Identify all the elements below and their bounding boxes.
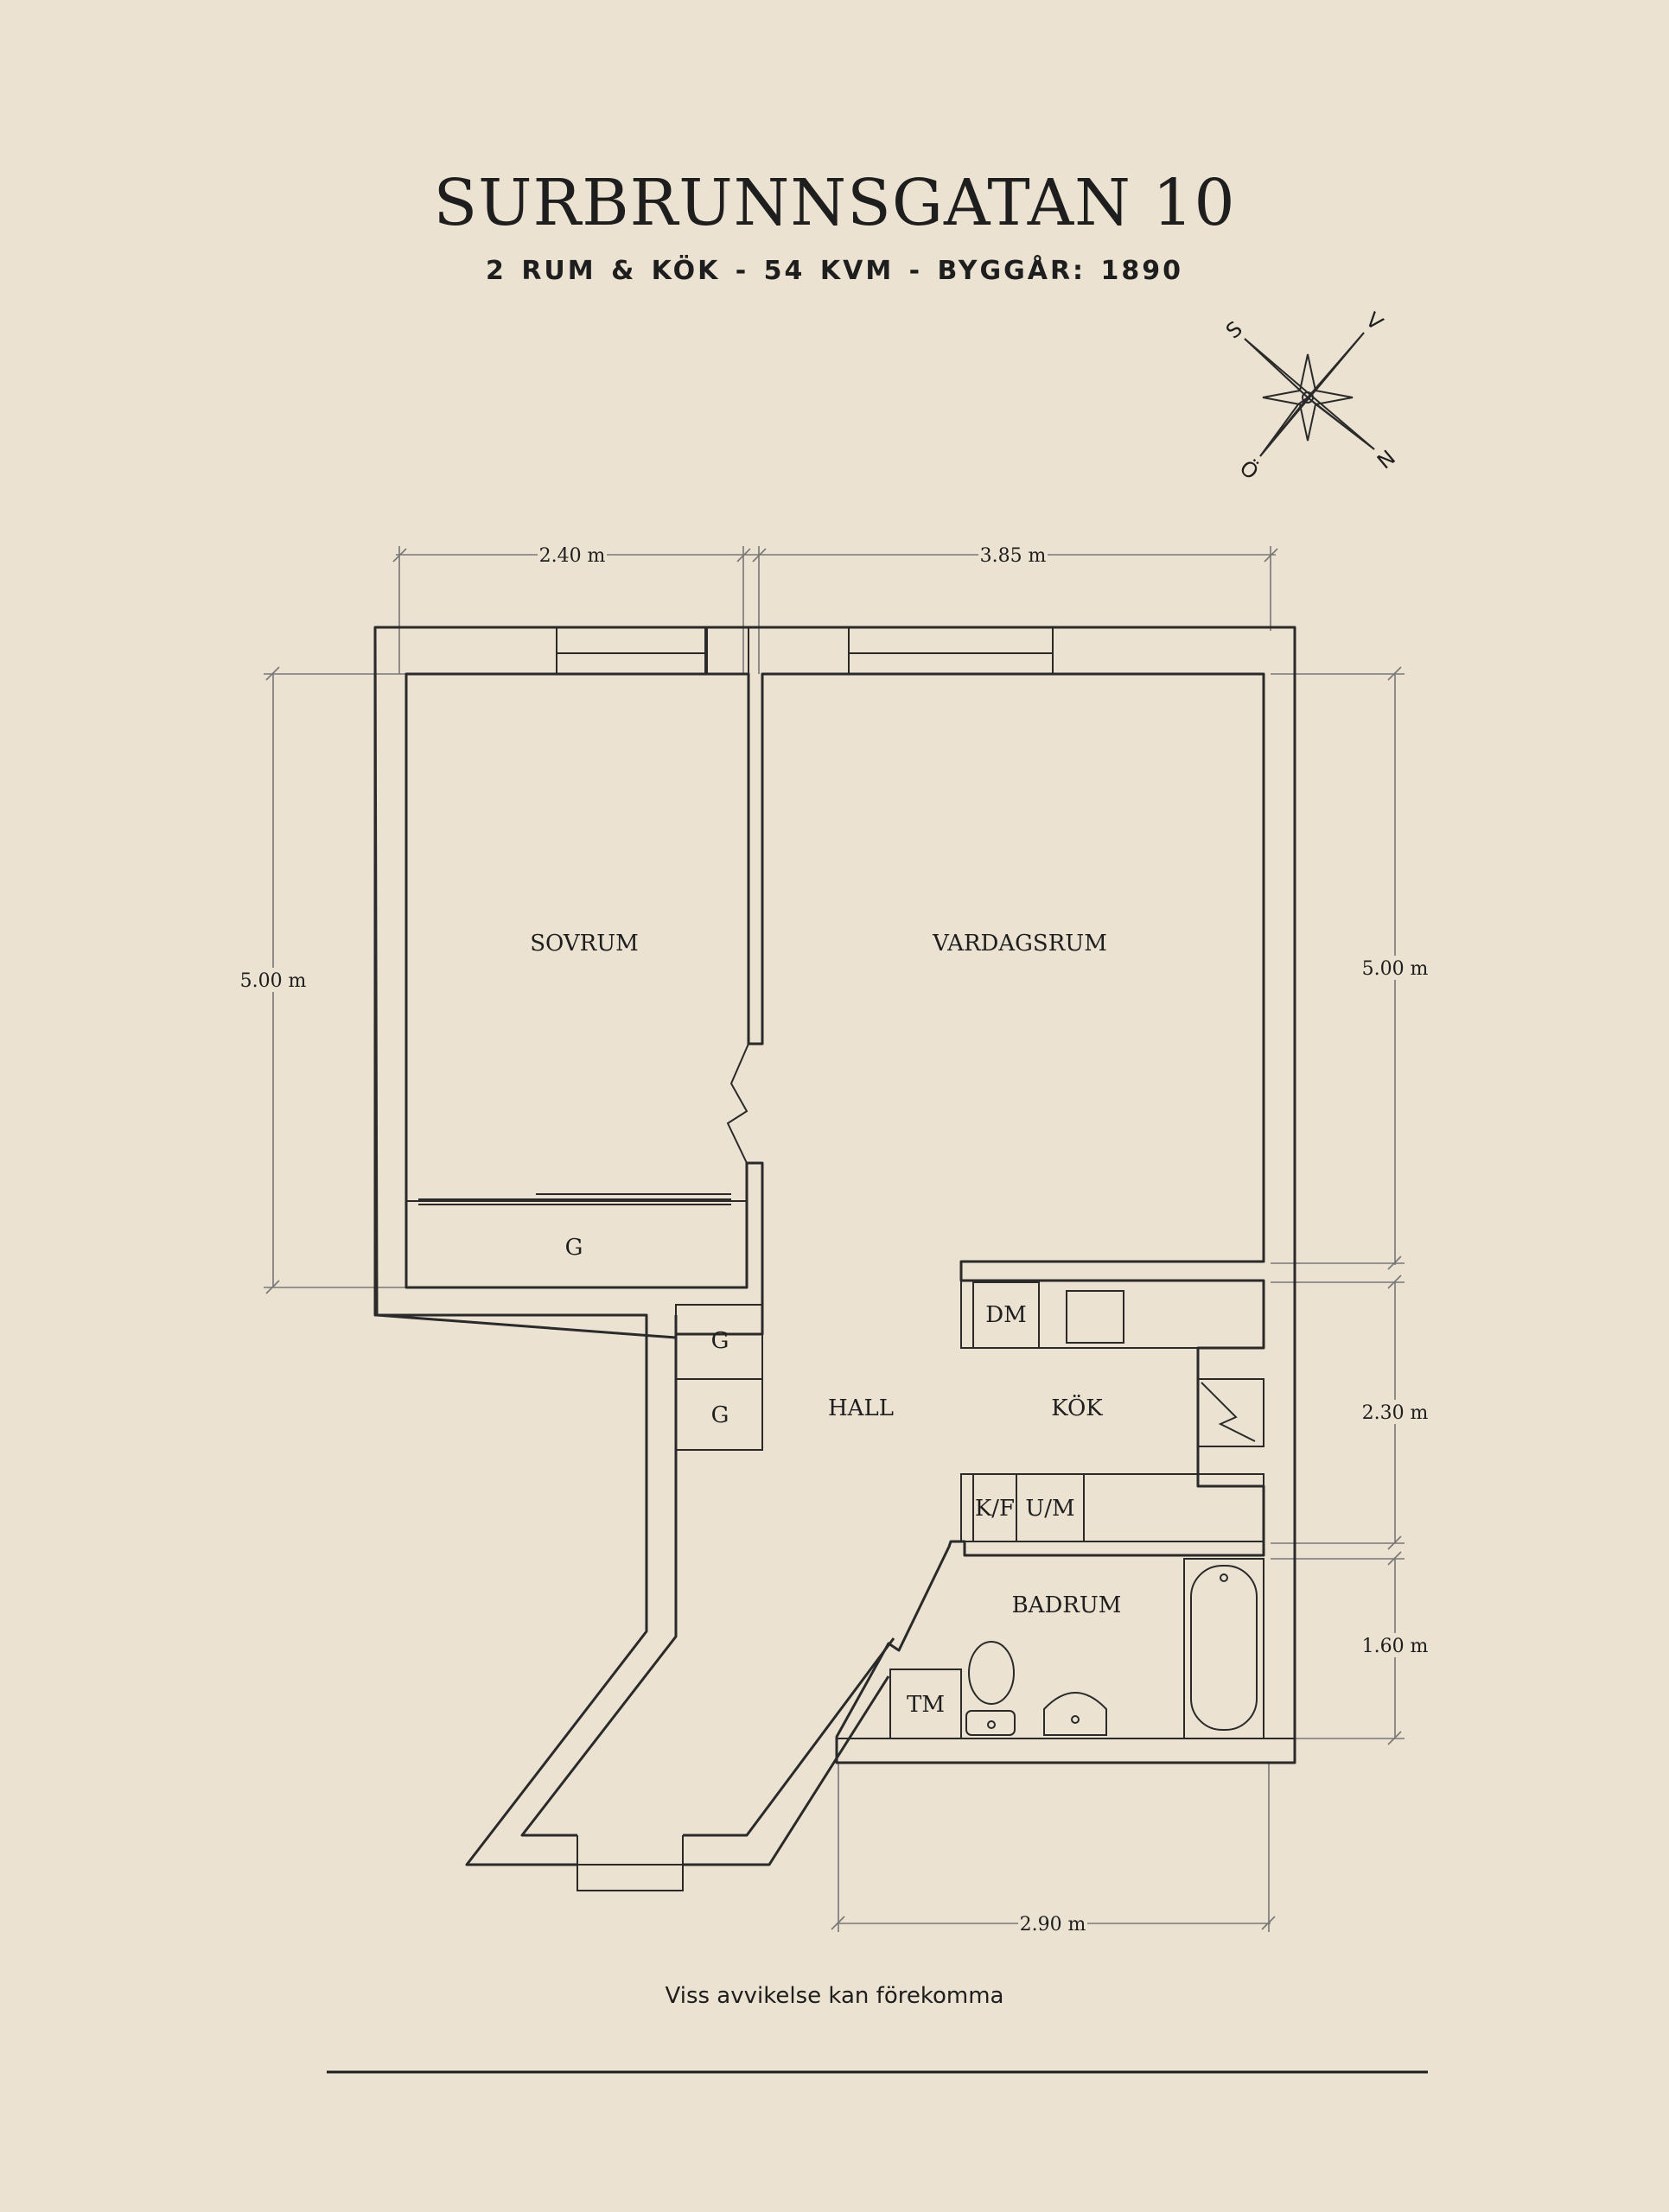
page-title: SURBRUNNSGATAN 10 xyxy=(433,166,1236,240)
fixture-label-oven-microwave: U/M xyxy=(1025,1496,1074,1522)
fixture-label-dishwasher: DM xyxy=(985,1302,1026,1328)
dimension-left-height: 5.00 m xyxy=(240,970,307,992)
dimension-bottom-width: 2.90 m xyxy=(1020,1914,1086,1936)
page-subtitle: 2 RUM & KÖK - 54 KVM - BYGGÅR: 1890 xyxy=(486,256,1183,286)
room-label-hall: HALL xyxy=(828,1395,894,1421)
dimension-bath-height: 1.60 m xyxy=(1362,1636,1429,1657)
fixture-label-washing-machine: TM xyxy=(907,1692,945,1718)
disclaimer-text: Viss avvikelse kan förekomma xyxy=(665,1983,1004,2009)
compass-o-label: Ö xyxy=(1235,454,1264,484)
room-label-kok: KÖK xyxy=(1051,1394,1103,1421)
compass-s-label: S xyxy=(1221,316,1247,343)
dimension-lines xyxy=(264,546,1405,1932)
dimension-kitchen-height: 2.30 m xyxy=(1362,1402,1429,1424)
fixture-label-wardrobe-bedroom: G xyxy=(565,1235,583,1261)
room-label-badrum: BADRUM xyxy=(1012,1592,1122,1618)
fixture-label-wardrobe-hall-1: G xyxy=(711,1328,729,1354)
dimension-right-height: 5.00 m xyxy=(1362,958,1429,980)
dimension-top-left: 2.40 m xyxy=(539,545,606,567)
room-label-vardagsrum: VARDAGSRUM xyxy=(932,931,1107,957)
room-label-sovrum: SOVRUM xyxy=(530,931,639,957)
walls xyxy=(373,626,1296,1891)
fixture-label-fridge-freezer: K/F xyxy=(975,1496,1015,1522)
compass-v-label: V xyxy=(1361,308,1388,335)
compass-rose-icon: S V N Ö xyxy=(1221,308,1400,485)
compass-n-label: N xyxy=(1373,446,1400,474)
dimension-top-right: 3.85 m xyxy=(980,545,1047,567)
fixture-label-wardrobe-hall-2: G xyxy=(711,1402,729,1428)
